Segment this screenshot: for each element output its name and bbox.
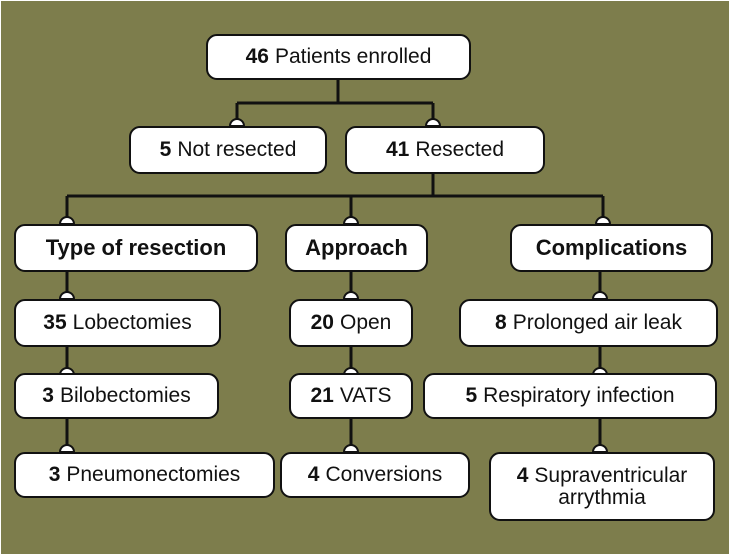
approach-label: Approach <box>305 235 408 260</box>
open-label: Open <box>339 311 392 334</box>
bilobectomies-label: Bilobectomies <box>59 384 191 407</box>
vats-box: 21 VATS <box>289 373 413 419</box>
resected-count: 41 <box>385 138 410 161</box>
respiratory-infection-label: Respiratory infection <box>483 384 675 407</box>
complications-header: Complications <box>510 224 713 272</box>
not-resected-box: 5 Not resected <box>129 126 327 174</box>
bilobectomies-box: 3 Bilobectomies <box>14 373 219 419</box>
enrolled-label: Patients enrolled <box>274 45 432 68</box>
type-of-resection-label: Type of resection <box>45 235 227 260</box>
open-count: 20 <box>310 311 334 334</box>
pneumonectomies-label: Pneumonectomies <box>66 463 241 486</box>
arrhythmia-count: 4 <box>516 463 529 487</box>
conversions-label: Conversions <box>325 463 443 486</box>
arrhythmia-label: Supraventricular <box>534 463 688 487</box>
enrolled-count: 46 <box>245 45 269 68</box>
vats-count: 21 <box>310 384 334 407</box>
conversions-count: 4 <box>307 463 320 486</box>
air-leak-label: Prolonged air leak <box>512 311 682 334</box>
respiratory-infection-box: 5 Respiratory infection <box>423 373 717 419</box>
enrolled-box: 46 Patients enrolled <box>206 34 471 80</box>
bilobectomies-count: 3 <box>42 384 54 407</box>
pneumonectomies-count: 3 <box>48 463 61 486</box>
not-resected-count: 5 <box>159 138 172 161</box>
conversions-box: 4 Conversions <box>280 452 470 498</box>
respiratory-infection-count: 5 <box>465 384 478 407</box>
air-leak-count: 8 <box>495 311 507 334</box>
approach-header: Approach <box>285 224 428 272</box>
pneumonectomies-box: 3 Pneumonectomies <box>14 452 275 498</box>
not-resected-label: Not resected <box>177 138 297 161</box>
open-box: 20 Open <box>289 299 413 347</box>
lobectomies-label: Lobectomies <box>72 311 192 334</box>
resected-label: Resected <box>415 138 505 161</box>
resected-box: 41 Resected <box>345 126 545 174</box>
lobectomies-count: 35 <box>43 311 67 334</box>
type-of-resection-header: Type of resection <box>14 224 258 272</box>
air-leak-box: 8 Prolonged air leak <box>459 299 718 347</box>
lobectomies-box: 35 Lobectomies <box>14 299 221 347</box>
arrhythmia-label-line2: arrythmia <box>558 485 646 509</box>
vats-label: VATS <box>339 384 392 407</box>
complications-label: Complications <box>535 235 688 260</box>
